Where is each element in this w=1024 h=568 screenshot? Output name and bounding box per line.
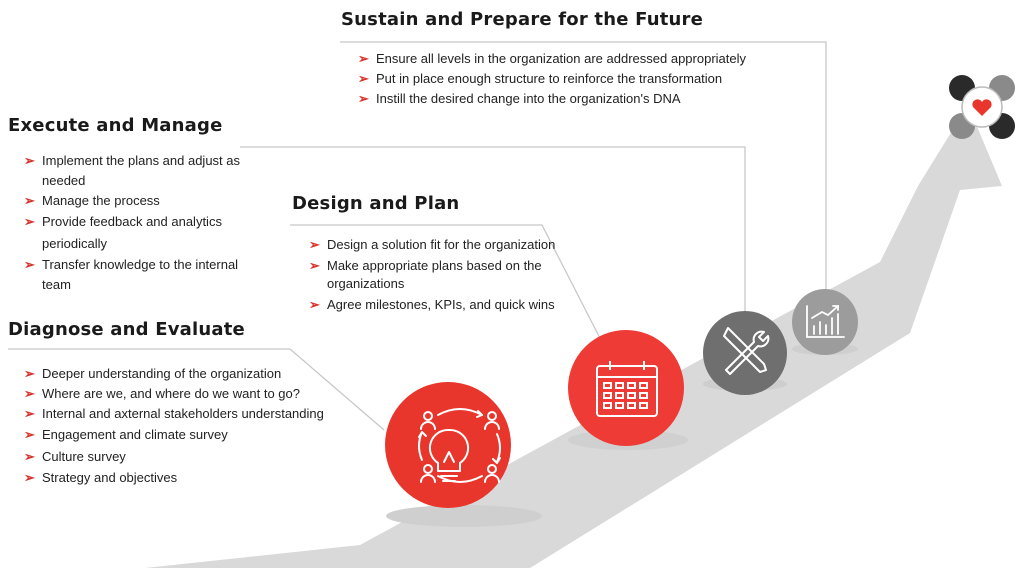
shadow-diagnose bbox=[386, 505, 542, 527]
team-heart-logo-icon bbox=[949, 75, 1015, 139]
list-item: ➢Transfer knowledge to the internal team bbox=[24, 257, 239, 292]
bullet-arrow-icon: ➢ bbox=[358, 51, 369, 66]
list-item: ➢Culture survey bbox=[24, 446, 344, 468]
bullet-arrow-icon: ➢ bbox=[309, 237, 320, 252]
diagnose-heading: Diagnose and Evaluate bbox=[8, 319, 245, 340]
list-item: ➢Put in place enough structure to reinfo… bbox=[358, 69, 778, 89]
bullet-arrow-icon: ➢ bbox=[24, 366, 35, 381]
stage-circle-sustain bbox=[792, 289, 858, 355]
execute-list: ➢Implement the plans and adjust as neede… bbox=[24, 151, 249, 295]
connector-design bbox=[290, 224, 605, 347]
bullet-arrow-icon: ➢ bbox=[24, 386, 35, 401]
bullet-arrow-icon: ➢ bbox=[24, 406, 35, 421]
design-list: ➢Design a solution fit for the organizat… bbox=[309, 236, 559, 314]
bullet-arrow-icon: ➢ bbox=[358, 71, 369, 86]
connector-diagnose bbox=[8, 348, 385, 431]
list-item: ➢Manage the process bbox=[24, 191, 249, 211]
list-item: ➢Instill the desired change into the org… bbox=[358, 89, 778, 109]
list-item: ➢Provide feedback and analytics periodic… bbox=[24, 211, 249, 255]
list-item: ➢Design a solution fit for the organizat… bbox=[309, 237, 556, 252]
connector-sustain bbox=[340, 41, 827, 296]
list-item: ➢Internal and axternal stakeholders unde… bbox=[24, 404, 344, 424]
sustain-heading: Sustain and Prepare for the Future bbox=[341, 9, 704, 30]
lightbulb-people-cycle-icon bbox=[418, 408, 501, 483]
bullet-arrow-icon: ➢ bbox=[24, 214, 35, 229]
tools-icon bbox=[723, 327, 770, 375]
stage-circle-design bbox=[568, 330, 684, 446]
bullet-arrow-icon: ➢ bbox=[358, 91, 369, 106]
diagnose-list: ➢Deeper understanding of the organizatio… bbox=[24, 364, 344, 488]
connector-lines bbox=[8, 41, 827, 431]
list-item: ➢Strategy and objectives bbox=[24, 468, 344, 488]
bullet-arrow-icon: ➢ bbox=[24, 427, 35, 442]
list-item: ➢Ensure all levels in the organization a… bbox=[358, 49, 778, 69]
road-arrow bbox=[145, 105, 1002, 568]
stage-circle-execute bbox=[703, 311, 787, 395]
list-item: ➢Engagement and climate survey bbox=[24, 424, 344, 446]
growth-chart-icon bbox=[806, 305, 845, 338]
sustain-list: ➢Ensure all levels in the organization a… bbox=[358, 49, 778, 109]
list-item: ➢Agree milestones, KPIs, and quick wins bbox=[309, 297, 555, 312]
list-item: ➢Deeper understanding of the organizatio… bbox=[24, 364, 344, 384]
list-item: ➢Make appropriate plans based on the org… bbox=[309, 258, 542, 291]
design-heading: Design and Plan bbox=[292, 193, 460, 214]
bullet-arrow-icon: ➢ bbox=[309, 297, 320, 312]
list-item: ➢Implement the plans and adjust as neede… bbox=[24, 153, 241, 188]
bullet-arrow-icon: ➢ bbox=[24, 449, 35, 464]
list-item: ➢Where are we, and where do we want to g… bbox=[24, 384, 344, 404]
bullet-arrow-icon: ➢ bbox=[24, 153, 35, 168]
bullet-arrow-icon: ➢ bbox=[24, 257, 35, 272]
execute-heading: Execute and Manage bbox=[8, 115, 223, 136]
calendar-icon bbox=[596, 361, 658, 417]
connector-execute bbox=[240, 146, 746, 316]
stage-circle-diagnose bbox=[385, 382, 511, 508]
bullet-arrow-icon: ➢ bbox=[24, 470, 35, 485]
bullet-arrow-icon: ➢ bbox=[309, 258, 320, 273]
bullet-arrow-icon: ➢ bbox=[24, 193, 35, 208]
